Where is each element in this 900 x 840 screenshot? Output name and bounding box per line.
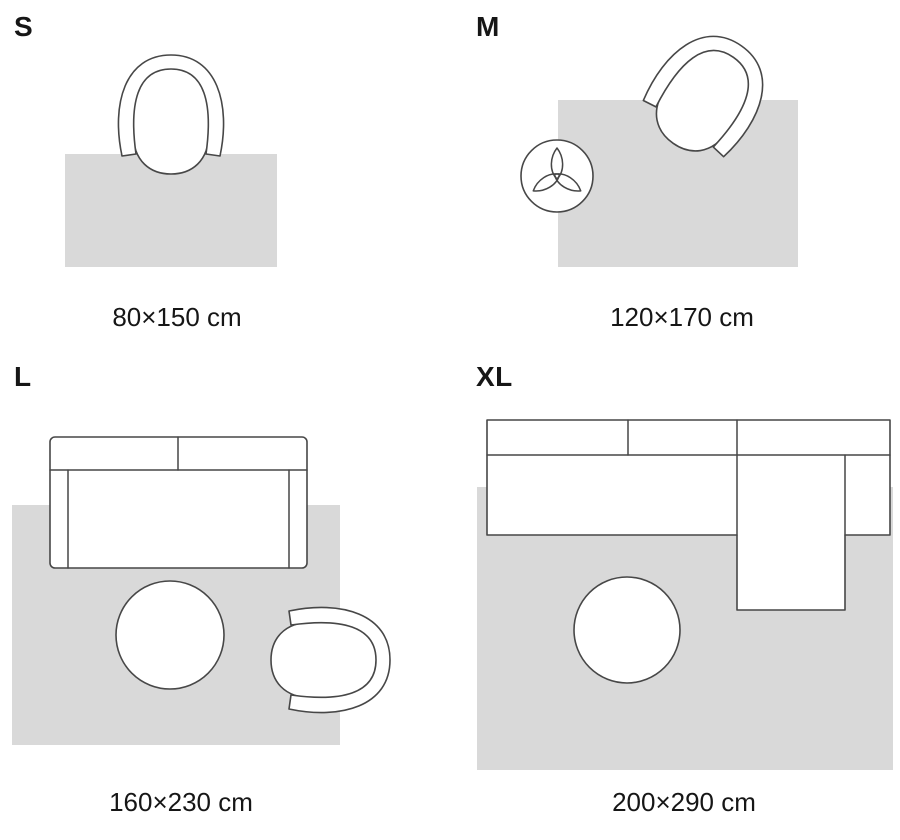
size-xl-illustration [477, 419, 893, 770]
size-l-illustration [12, 436, 391, 745]
size-caption-l: 160×230 cm [109, 787, 253, 817]
size-panel-xl: XL 200×290 cm [450, 345, 900, 840]
size-caption-xl: 200×290 cm [612, 787, 756, 817]
size-label-l: L [14, 361, 32, 392]
size-panel-s: S 80×150 cm [0, 0, 450, 345]
sofa-top-view-icon [49, 436, 308, 569]
size-m-illustration [520, 14, 798, 267]
size-s-illustration [65, 54, 277, 267]
size-label-m: M [476, 11, 500, 42]
size-label-xl: XL [476, 361, 513, 392]
coffee-table-top-view-icon [573, 576, 681, 684]
coffee-table-top-view-icon [115, 580, 225, 690]
size-caption-m: 120×170 cm [610, 302, 754, 332]
size-label-s: S [14, 11, 34, 42]
plant-top-view-icon [520, 139, 594, 213]
sectional-sofa-top-view-icon [486, 419, 891, 611]
size-caption-s: 80×150 cm [112, 302, 242, 332]
size-panel-m: M 120×170 cm [450, 0, 900, 345]
size-panel-l: L 160×230 cm [0, 345, 450, 840]
